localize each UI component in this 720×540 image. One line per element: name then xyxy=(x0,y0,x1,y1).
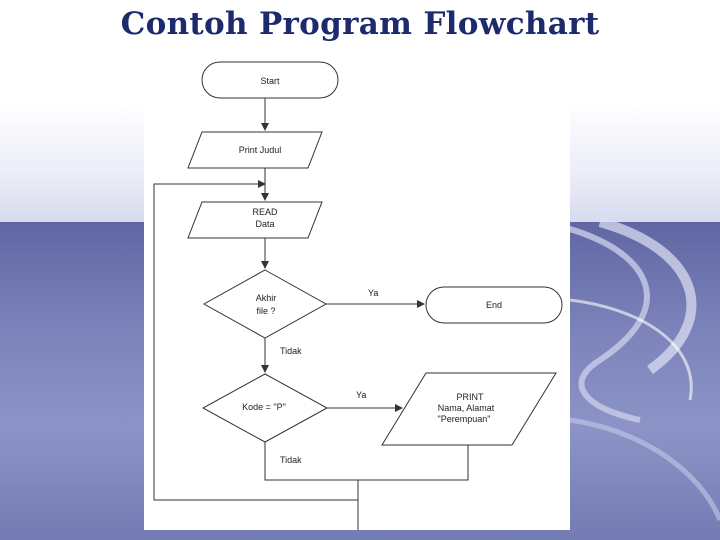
read-label-line2: Data xyxy=(255,219,274,229)
print-label-line1: PRINT xyxy=(457,392,485,402)
decision2-label: Kode = "P" xyxy=(242,402,286,412)
end-of-file-decision xyxy=(202,269,328,339)
print-label-line2: Nama, Alamat xyxy=(438,403,495,413)
print-title-io xyxy=(187,131,323,169)
decision1-label-line1: Akhir xyxy=(256,293,277,303)
no-label-2: Tidak xyxy=(280,455,302,465)
yes-label-2: Ya xyxy=(356,390,366,400)
no-label-1: Tidak xyxy=(280,346,302,356)
flowchart-diagram: Start Print Judul READ Data Akhir file ?… xyxy=(153,61,563,530)
print-label-line3: "Perempuan" xyxy=(438,414,491,424)
read-data-io xyxy=(187,201,323,239)
flowchart-panel: Start Print Judul READ Data Akhir file ?… xyxy=(144,60,570,530)
print-title-label: Print Judul xyxy=(239,145,282,155)
end-terminal xyxy=(425,286,563,324)
decision1-label-line2: file ? xyxy=(256,306,275,316)
yes-label-1: Ya xyxy=(368,288,378,298)
slide-title: Contoh Program Flowchart xyxy=(120,6,600,42)
start-terminal xyxy=(201,61,339,99)
end-label: End xyxy=(486,300,502,310)
read-label-line1: READ xyxy=(252,207,278,217)
print-female-io xyxy=(381,372,557,446)
start-label: Start xyxy=(260,76,280,86)
